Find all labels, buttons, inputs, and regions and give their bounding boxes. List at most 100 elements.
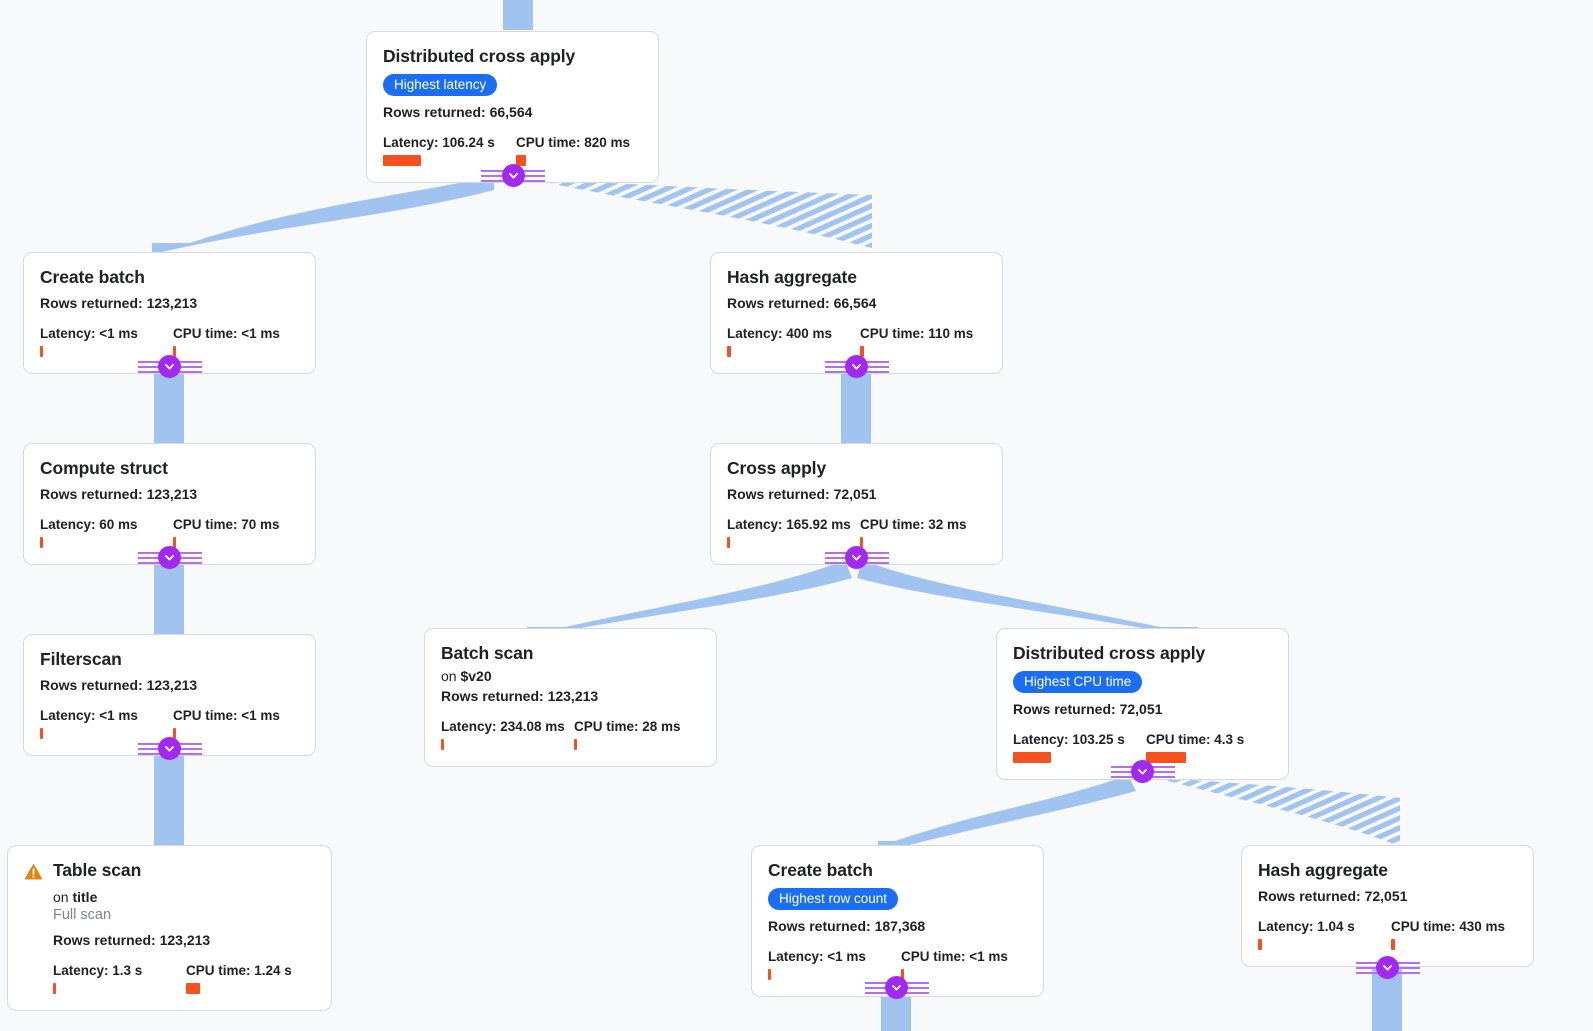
cpu-label: CPU time: 28 ms [574,719,681,734]
latency-label: Latency: 1.3 s [53,963,143,978]
edge-distributed-to-hash-aggregate-lower [1150,776,1400,846]
metrics: Latency: 60 ms CPU time: 70 ms [40,517,299,548]
node-title: Batch scan [441,643,534,663]
rows-returned: Rows returned: 66,564 [727,295,877,311]
node-header: Distributed cross apply [1013,643,1272,664]
collapse-toggle-hash-aggregate-upper[interactable] [845,355,868,378]
cpu-metric: CPU time: <1 ms [173,708,280,739]
edge-root-to-hash-aggregate [518,176,872,248]
cpu-metric: CPU time: 820 ms [516,135,630,166]
rows-returned: Rows returned: 123,213 [441,688,599,704]
cpu-label: CPU time: 4.3 s [1146,732,1245,747]
node-body: Rows returned: 123,213 Latency: <1 ms CP… [40,676,299,739]
node-title: Create batch [40,267,145,287]
rows-returned: Rows returned: 123,213 [40,486,198,502]
chevron-down-icon [852,555,861,561]
chevron-down-icon [165,555,174,561]
metrics: Latency: 1.3 s CPU time: 1.24 s [53,963,315,994]
plan-node-compute-struct[interactable]: Compute struct Rows returned: 123,213 La… [23,443,316,565]
node-title: Hash aggregate [727,267,857,287]
rows-returned: Rows returned: 72,051 [1013,701,1163,717]
latency-label: Latency: 234.08 ms [441,719,565,734]
cpu-label: CPU time: 820 ms [516,135,631,150]
latency-bar [40,728,43,739]
node-body: Rows returned: 123,213 Latency: <1 ms CP… [40,294,299,357]
node-header: Create batch [768,860,1027,881]
cpu-metric: CPU time: <1 ms [173,326,280,357]
node-body: Highest latency Rows returned: 66,564 La… [383,68,642,166]
latency-bar [727,537,730,548]
cpu-metric: CPU time: 70 ms [173,517,280,548]
rows-returned: Rows returned: 72,051 [1258,888,1408,904]
cpu-metric: CPU time: 110 ms [860,326,973,357]
plan-node-create-batch-lower[interactable]: Create batch Highest row count Rows retu… [751,845,1044,997]
collapse-toggle-distributed-cross-apply-lower[interactable] [1131,760,1154,783]
node-header: Filterscan [40,649,299,670]
plan-node-table-scan[interactable]: Table scan on title Full scan Rows retur… [7,845,332,1011]
rows-returned: Rows returned: 123,213 [40,295,198,311]
latency-label: Latency: 103.25 s [1013,732,1125,747]
cpu-label: CPU time: 32 ms [860,517,967,532]
cpu-bar [1391,939,1395,950]
warning-icon [24,863,43,885]
cpu-bar [173,346,176,357]
status-badge-highest-cpu-time: Highest CPU time [1013,671,1143,693]
node-header: Compute struct [40,458,299,479]
edge-root-input [503,0,533,30]
node-header: Table scan [24,860,315,885]
scan-target-value: $v20 [460,668,492,684]
node-body: Rows returned: 72,051 Latency: 165.92 ms… [727,485,986,548]
latency-metric: Latency: <1 ms [40,326,173,357]
collapse-toggle-distributed-cross-apply-root[interactable] [502,164,525,187]
plan-node-hash-aggregate-upper[interactable]: Hash aggregate Rows returned: 66,564 Lat… [710,252,1003,374]
status-badge-highest-latency: Highest latency [383,74,498,96]
node-title: Filterscan [40,649,122,669]
plan-node-batch-scan[interactable]: Batch scan on $v20 Rows returned: 123,21… [424,628,717,767]
node-header: Cross apply [727,458,986,479]
plan-node-hash-aggregate-lower[interactable]: Hash aggregate Rows returned: 72,051 Lat… [1241,845,1534,967]
latency-label: Latency: 60 ms [40,517,138,532]
collapse-toggle-create-batch-left[interactable] [158,355,181,378]
node-title: Distributed cross apply [383,46,576,66]
plan-node-cross-apply[interactable]: Cross apply Rows returned: 72,051 Latenc… [710,443,1003,565]
collapse-toggle-hash-aggregate-lower[interactable] [1376,956,1399,979]
plan-node-distributed-cross-apply-root[interactable]: Distributed cross apply Highest latency … [366,31,659,183]
node-body: Highest row count Rows returned: 187,368… [768,882,1027,980]
node-header: Batch scan [441,643,700,664]
edge-cross-apply-to-distributed-cross-apply [857,560,1198,638]
collapse-toggle-create-batch-lower[interactable] [885,976,908,999]
cpu-metric: CPU time: 1.24 s [186,963,292,994]
collapse-toggle-cross-apply[interactable] [845,546,868,569]
collapse-toggle-compute-struct[interactable] [158,546,181,569]
latency-bar [1013,752,1051,763]
edge-root-to-create-batch-left [152,176,494,254]
plan-node-create-batch-left[interactable]: Create batch Rows returned: 123,213 Late… [23,252,316,374]
metrics: Latency: 234.08 ms CPU time: 28 ms [441,719,700,750]
rows-returned: Rows returned: 187,368 [768,918,926,934]
latency-label: Latency: 1.04 s [1258,919,1355,934]
chevron-down-icon [1138,769,1147,775]
node-title: Table scan [53,860,142,880]
plan-node-distributed-cross-apply-lower[interactable]: Distributed cross apply Highest CPU time… [996,628,1289,780]
latency-bar [383,155,421,166]
cpu-metric: CPU time: 430 ms [1391,919,1505,950]
node-body: Rows returned: 72,051 Latency: 1.04 s CP… [1258,887,1517,950]
node-header: Create batch [40,267,299,288]
plan-node-filterscan[interactable]: Filterscan Rows returned: 123,213 Latenc… [23,634,316,756]
cpu-label: CPU time: 1.24 s [186,963,292,978]
cpu-metric: CPU time: <1 ms [901,949,1008,980]
latency-metric: Latency: 400 ms [727,326,860,357]
cpu-bar [574,739,577,750]
cpu-label: CPU time: <1 ms [173,708,280,723]
node-title: Distributed cross apply [1013,643,1206,663]
cpu-bar [1146,752,1186,763]
latency-label: Latency: <1 ms [768,949,866,964]
latency-label: Latency: 106.24 s [383,135,495,150]
chevron-down-icon [165,746,174,752]
latency-bar [40,537,43,548]
metrics: Latency: <1 ms CPU time: <1 ms [40,708,299,739]
node-body: Rows returned: 123,213 Latency: 60 ms CP… [40,485,299,548]
collapse-toggle-filterscan[interactable] [158,737,181,760]
cpu-label: CPU time: 430 ms [1391,919,1506,934]
